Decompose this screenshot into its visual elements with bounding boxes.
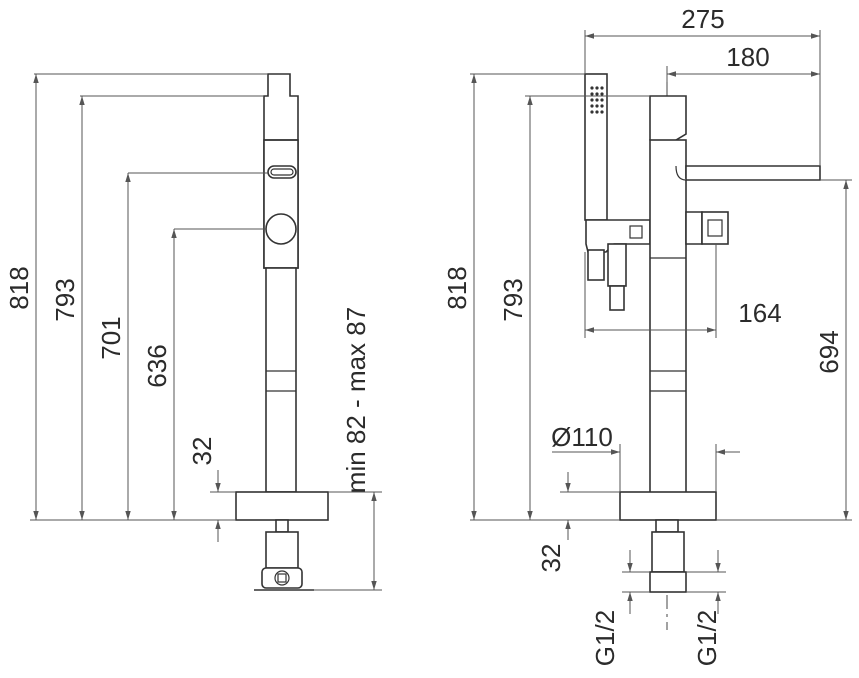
left-dim-793: 793 bbox=[50, 278, 80, 321]
right-view: 275 180 818 793 164 694 Ø110 32 G1/2 G1/… bbox=[442, 4, 852, 666]
right-dim-32: 32 bbox=[536, 544, 566, 573]
right-dim-diameter: Ø110 bbox=[551, 422, 613, 452]
right-dim-275: 275 bbox=[681, 4, 724, 34]
right-dim-793: 793 bbox=[498, 278, 528, 321]
right-dim-g-left: G1/2 bbox=[590, 610, 620, 666]
left-dim-32: 32 bbox=[187, 437, 217, 466]
left-dim-range: min 82 - max 87 bbox=[341, 307, 371, 493]
right-mixer-body bbox=[584, 73, 821, 593]
right-connector-box bbox=[651, 531, 685, 573]
right-spout bbox=[685, 165, 821, 181]
right-base-plate bbox=[619, 491, 717, 521]
right-column bbox=[649, 139, 687, 497]
left-lower-control bbox=[265, 213, 297, 245]
left-dim-818: 818 bbox=[4, 266, 34, 309]
right-dim-694: 694 bbox=[814, 330, 844, 373]
right-dim-g-right: G1/2 bbox=[692, 610, 722, 666]
left-mixer-body bbox=[235, 73, 329, 591]
left-base-plate bbox=[235, 491, 329, 521]
left-column bbox=[265, 267, 297, 493]
right-dim-818: 818 bbox=[442, 266, 472, 309]
left-connector-box bbox=[265, 531, 299, 569]
left-view: 818 793 701 636 32 min 82 - max 87 bbox=[4, 73, 382, 591]
left-dim-636: 636 bbox=[142, 344, 172, 387]
right-dim-180: 180 bbox=[726, 42, 769, 72]
left-dim-701: 701 bbox=[96, 316, 126, 359]
right-dim-164: 164 bbox=[738, 298, 781, 328]
